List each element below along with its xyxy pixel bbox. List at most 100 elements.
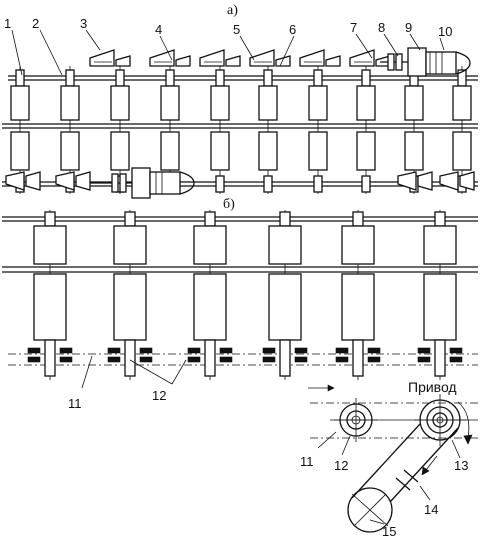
callout-11: 11 xyxy=(68,396,82,411)
section-b-frame xyxy=(2,216,478,366)
sprocket-block xyxy=(294,356,308,363)
bevel-gear xyxy=(75,171,91,191)
sprocket-block xyxy=(139,347,153,354)
sprocket-block xyxy=(367,356,381,363)
roller-upper xyxy=(193,225,227,265)
roller-lower xyxy=(113,273,147,341)
detail-callout-15: 15 xyxy=(382,524,396,539)
roller-lower xyxy=(404,131,424,171)
bearing xyxy=(279,211,291,227)
callout-12: 12 xyxy=(152,388,166,403)
roller-upper xyxy=(452,85,472,121)
roller-upper xyxy=(341,225,375,265)
roller-upper xyxy=(356,85,376,121)
bevel-gear xyxy=(439,171,459,191)
bevel-gear xyxy=(299,49,325,67)
callout-2: 2 xyxy=(32,16,39,31)
sprocket-block xyxy=(367,347,381,354)
bevel-gear xyxy=(417,171,433,191)
drive-label: Привод xyxy=(408,379,457,395)
sprocket-block xyxy=(449,347,463,354)
roller-lower xyxy=(110,131,130,171)
sprocket-block xyxy=(59,356,73,363)
callout-7: 7 xyxy=(350,20,357,35)
sprocket-block xyxy=(187,356,201,363)
roller-lower xyxy=(423,273,457,341)
shaft-neck xyxy=(352,339,364,377)
bearing xyxy=(263,69,273,87)
shaft-neck xyxy=(124,339,136,377)
roller-lower xyxy=(341,273,375,341)
callout-1: 1 xyxy=(4,16,11,31)
roller-upper xyxy=(10,85,30,121)
bearing xyxy=(124,211,136,227)
sprocket-block xyxy=(107,347,121,354)
section-a-rollers xyxy=(10,66,472,194)
bearing xyxy=(215,69,225,87)
roller-upper xyxy=(308,85,328,121)
bottom-motor xyxy=(90,167,195,199)
roller-upper xyxy=(210,85,230,121)
roller-upper xyxy=(33,225,67,265)
bearing xyxy=(434,211,446,227)
roller-upper xyxy=(268,225,302,265)
detail-callout-11: 11 xyxy=(300,454,314,469)
bevel-gear xyxy=(199,49,225,67)
roller-lower xyxy=(356,131,376,171)
roller-upper xyxy=(113,225,147,265)
bearing xyxy=(115,69,125,87)
section-a-bottom-bevel-gears xyxy=(5,171,475,191)
bearing xyxy=(215,175,225,193)
sprocket-block xyxy=(294,347,308,354)
callout-10: 10 xyxy=(438,24,452,39)
roller-upper xyxy=(160,85,180,121)
section-b-callouts: 11 12 xyxy=(68,355,187,411)
bevel-gear xyxy=(249,49,275,67)
roller-lower xyxy=(60,131,80,171)
roller-lower xyxy=(258,131,278,171)
section-a-callouts: 1 2 3 4 5 6 7 8 9 10 xyxy=(4,16,452,76)
sprocket-block xyxy=(219,347,233,354)
bevel-gear xyxy=(349,49,375,67)
bevel-gear xyxy=(325,55,341,67)
sprocket-block xyxy=(449,356,463,363)
roller-lower xyxy=(452,131,472,171)
bevel-gear xyxy=(225,55,241,67)
bevel-gear xyxy=(459,171,475,191)
bearing xyxy=(65,69,75,87)
sprocket-block xyxy=(59,347,73,354)
shaft-neck xyxy=(434,339,446,377)
callout-3: 3 xyxy=(80,16,87,31)
sprocket-block xyxy=(417,356,431,363)
roller-upper xyxy=(60,85,80,121)
callout-4: 4 xyxy=(155,22,162,37)
bearing xyxy=(15,69,25,87)
shaft-neck xyxy=(204,339,216,377)
callout-8: 8 xyxy=(378,20,385,35)
bearing xyxy=(204,211,216,227)
section-b-label: б) xyxy=(223,197,235,212)
sprocket-block xyxy=(139,356,153,363)
sprocket-block xyxy=(27,356,41,363)
sprocket-block xyxy=(107,356,121,363)
bevel-gear xyxy=(25,171,41,191)
callout-6: 6 xyxy=(289,22,296,37)
bevel-gear xyxy=(275,55,291,67)
roller-lower xyxy=(308,131,328,171)
bevel-gear xyxy=(397,171,417,191)
roller-lower xyxy=(268,273,302,341)
section-b-rollers xyxy=(27,210,463,380)
bevel-gear xyxy=(89,49,115,67)
callout-5: 5 xyxy=(233,22,240,37)
roller-lower xyxy=(210,131,230,171)
callout-9: 9 xyxy=(405,20,412,35)
bearing xyxy=(361,175,371,193)
shaft-neck xyxy=(44,339,56,377)
section-a-top-bevel-gears xyxy=(89,49,391,67)
detail-callout-12: 12 xyxy=(334,458,348,473)
sprocket-block xyxy=(262,356,276,363)
roller-lower xyxy=(10,131,30,171)
sprocket-block xyxy=(27,347,41,354)
